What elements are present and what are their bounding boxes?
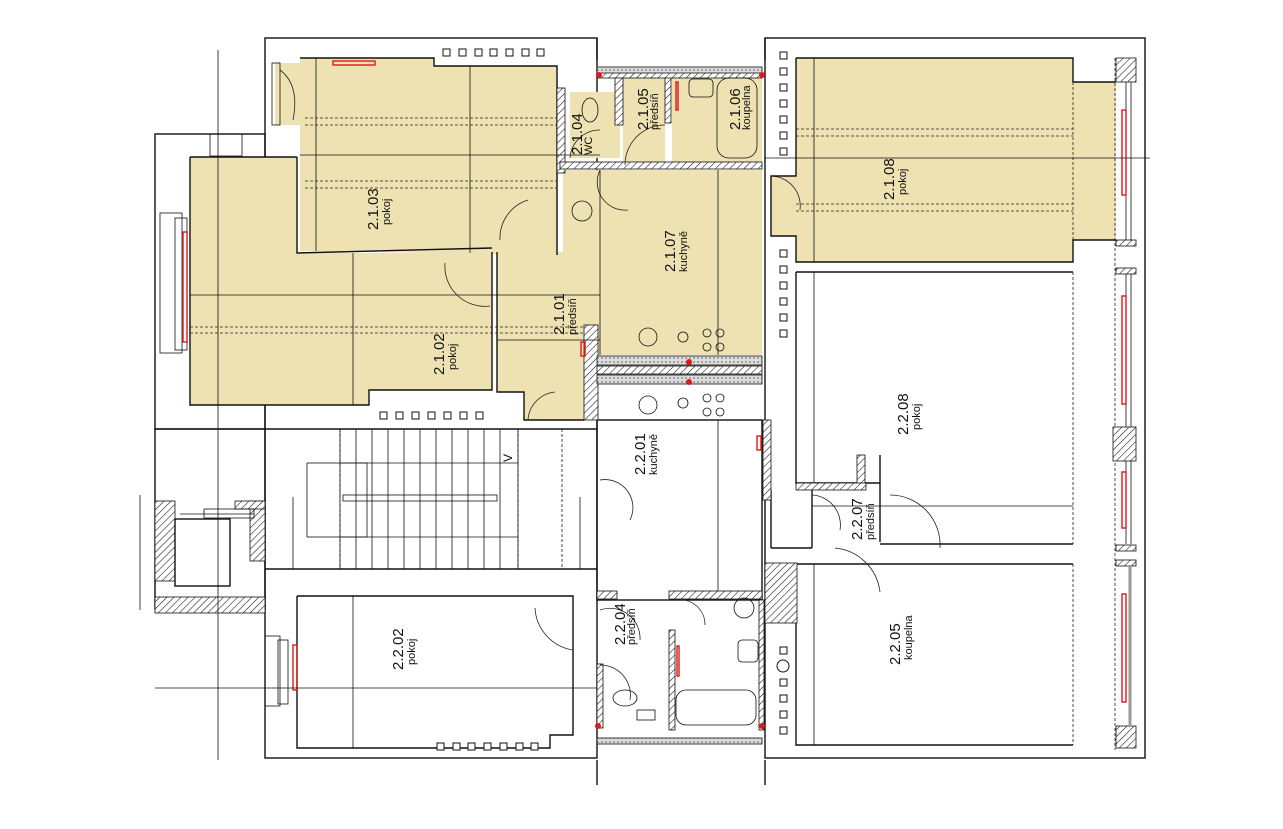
doors[interactable] [279,69,941,701]
stove-2-1-07 [677,331,689,343]
svg-text:2.1.05: 2.1.05 [635,88,652,130]
room-2-1-08[interactable]: 2.1.08 pokoj [881,158,909,200]
chimney-flues [379,48,790,751]
room-2-2-05-visible[interactable]: 2.2.05 [709,638,726,680]
door-2-1-05 [624,124,666,166]
room-2-2-01[interactable]: 2.2.01 kuchyně [632,433,660,475]
svg-text:koupelna: koupelna [903,614,915,660]
svg-text:2.1.04: 2.1.04 [569,113,586,155]
room-2-1-05[interactable]: 2.1.05 předsíň [635,88,661,130]
door-2-2-03 [599,664,631,701]
dimension-lines [139,50,1150,760]
svg-text:pokoj: pokoj [447,344,459,370]
room-2-2-05-final[interactable]: 2.2.05 [709,640,726,682]
room-2-2-05-text[interactable]: 2.2.05 [709,638,726,680]
room-2-1-01[interactable]: 2.1.01 předsíň [551,293,579,335]
sink-2-1-06 [688,78,714,98]
room-2-1-02[interactable]: 2.1.02 pokoj [431,333,459,375]
svg-text:pokoj: pokoj [381,199,393,225]
svg-text:2.2.08: 2.2.08 [895,393,912,435]
svg-text:2.1.07: 2.1.07 [662,230,679,272]
elevator[interactable] [174,508,255,587]
svg-text:2.1.01: 2.1.01 [551,293,568,335]
door-balcony [279,69,296,121]
room-2-2-06[interactable]: 2.2.05 koupelna [887,614,915,665]
fixtures [571,77,759,726]
room-2-2-04[interactable]: 2.2.04 předsíň [612,603,638,645]
room-2-2-02[interactable]: 2.2.02 pokoj [390,628,418,670]
stair-arrow: V [501,454,515,462]
svg-text:2.2.07: 2.2.07 [849,498,866,540]
svg-text:pokoj: pokoj [911,404,923,430]
room-2-1-06[interactable]: 2.1.06 koupelna [727,84,753,130]
door-2-2-04 [599,607,641,641]
sink-2-2-05 [737,639,759,663]
door-2-2-02 [534,607,574,651]
door-2-1-08 [770,175,801,211]
door-2-2-07-b [889,494,941,549]
room-2-2-05-label[interactable]: 2.2.05 [709,638,726,680]
svg-text:2.1.02: 2.1.02 [431,333,448,375]
door-2-1-04 [569,129,601,159]
svg-text:2.2.04: 2.2.04 [612,603,629,645]
door-2-1-01-entry [527,391,556,421]
room-2-2-07[interactable]: 2.2.07 předsíň [849,498,877,540]
svg-text:předsíň: předsíň [649,93,661,130]
sink-2-1-07 [638,327,658,347]
door-2-2-01 [599,479,634,521]
svg-text:pokoj: pokoj [406,639,418,665]
svg-text:předsíň: předsíň [626,608,638,645]
bathtub-2-1-06 [716,77,758,159]
svg-text:2.1.03: 2.1.03 [365,188,382,230]
room-2-1-03[interactable]: 2.1.03 pokoj [365,188,393,230]
staircase[interactable]: V [306,428,519,570]
door-2-1-03 [499,199,529,241]
door-2-2-05 [675,599,706,626]
svg-text:kuchyně: kuchyně [678,231,690,272]
bathtub-2-2-05 [675,689,757,726]
svg-text:2.1.08: 2.1.08 [881,158,898,200]
boiler-2-2-05 [733,597,755,619]
svg-text:2.1.06: 2.1.06 [727,88,744,130]
door-2-1-07 [596,169,629,211]
door-2-2-07-a [811,494,841,531]
svg-text:kuchyně: kuchyně [648,434,660,475]
stove-2-2-01 [677,397,689,409]
svg-text:koupelna: koupelna [741,84,753,130]
washbasin-2-2-03 [636,709,656,721]
door-2-2-06 [834,547,881,593]
room-2-1-07[interactable]: 2.1.07 kuchyně [662,230,690,272]
toilet-2-2-03 [612,689,638,707]
svg-text:WC: WC [583,137,595,155]
sink-2-2-01 [638,395,658,415]
room-labels: 2.1.03 pokoj 2.1.02 pokoj 2.1.01 předsíň… [365,84,923,682]
svg-text:předsíň: předsíň [567,298,579,335]
svg-text:2.2.02: 2.2.02 [390,628,407,670]
svg-text:pokoj: pokoj [897,169,909,195]
radiators [182,60,1127,729]
svg-text:2.2.05: 2.2.05 [887,623,904,665]
toilet-2-1-04 [581,97,599,123]
dashed-lines [190,58,1116,750]
room-2-1-04[interactable]: 2.1.04 WC [569,113,595,155]
svg-text:předsíň: předsíň [865,503,877,540]
room-2-2-08[interactable]: 2.2.08 pokoj [895,393,923,435]
svg-text:2.2.01: 2.2.01 [632,433,649,475]
boiler-2-1-07 [571,200,593,222]
